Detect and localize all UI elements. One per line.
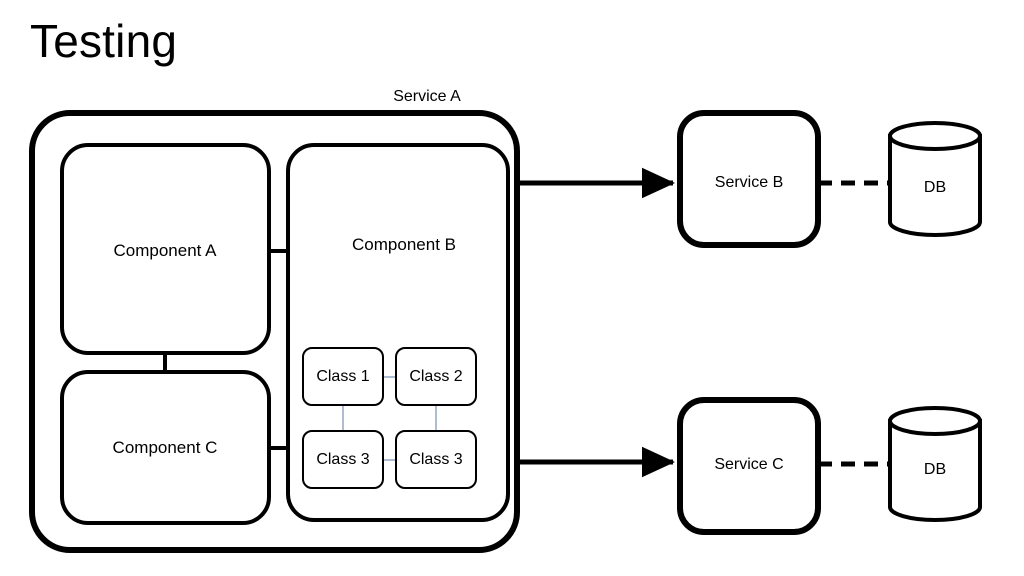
page-title: Testing [30,15,178,67]
component-c-box[interactable] [60,370,271,525]
class-3-left-box[interactable] [302,430,384,489]
service-b-box[interactable] [677,110,821,248]
component-a-box[interactable] [60,143,271,355]
class-3-right-box[interactable] [395,430,477,489]
class-1-box[interactable] [302,347,384,406]
database-c-cylinder[interactable] [888,406,982,522]
database-b-cylinder[interactable] [888,121,982,237]
class-2-box[interactable] [395,347,477,406]
service-c-box[interactable] [677,397,821,535]
